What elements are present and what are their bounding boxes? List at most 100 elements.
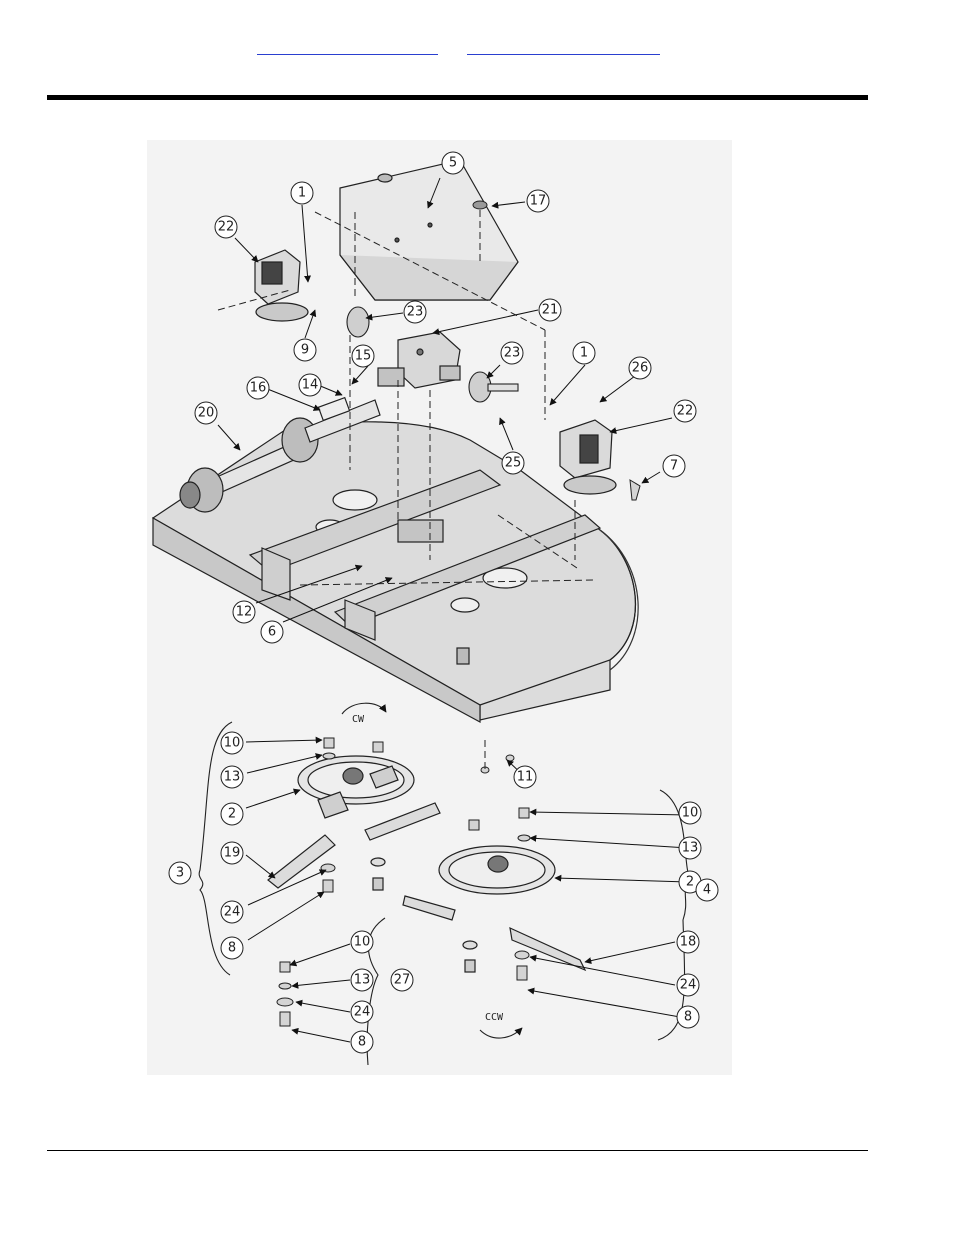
callout-23-right: 23	[504, 346, 521, 361]
right-blade-holder	[402, 845, 587, 973]
callout-24-left: 24	[224, 905, 241, 920]
callout-18: 18	[680, 935, 697, 950]
callout-21: 21	[542, 303, 559, 318]
callout-circle	[662, 454, 686, 478]
callout-13-right: 13	[682, 841, 699, 856]
nav-link-1[interactable]	[257, 40, 438, 55]
callout-circle	[695, 878, 719, 902]
callout-labels: 22 1 5 17 9 23 21 23 1 26 22 7 25 15 14 …	[176, 156, 711, 1050]
callout-circle	[350, 1030, 374, 1054]
callout-circle	[293, 338, 317, 362]
callout-circle	[232, 600, 256, 624]
callout-8-kit: 8	[358, 1035, 366, 1050]
callout-2-left: 2	[228, 807, 236, 822]
callout-8-left: 8	[228, 941, 236, 956]
callout-circle	[290, 181, 314, 205]
callout-circle	[628, 356, 652, 380]
callout-circle	[260, 620, 284, 644]
cw-arrow-icon	[341, 702, 387, 715]
callout-22-left: 22	[218, 220, 235, 235]
callout-circle	[220, 900, 244, 924]
callout-circle	[501, 451, 525, 475]
callout-9: 9	[301, 343, 309, 358]
callout-6: 6	[268, 625, 276, 640]
callout-23-left: 23	[407, 305, 424, 320]
callout-circle	[572, 341, 596, 365]
callout-circle	[298, 373, 322, 397]
center-gearbox	[377, 331, 461, 389]
callout-circle	[673, 399, 697, 423]
callout-circle	[220, 841, 244, 865]
callout-circle	[351, 344, 375, 368]
assembly-lines	[217, 210, 596, 770]
callout-25: 25	[505, 456, 522, 471]
callout-15: 15	[355, 349, 372, 364]
callout-2-right: 2	[686, 875, 694, 890]
callout-circle	[194, 401, 218, 425]
callout-circle	[678, 836, 702, 860]
callout-3: 3	[176, 866, 184, 881]
ccw-label: CCW	[485, 1012, 504, 1023]
callout-circle	[676, 973, 700, 997]
callout-20: 20	[198, 406, 215, 421]
callout-circle	[220, 802, 244, 826]
callout-8-right: 8	[684, 1010, 692, 1025]
callout-10-kit: 10	[354, 935, 371, 950]
callout-1-left: 1	[298, 186, 306, 201]
callout-27: 27	[394, 973, 411, 988]
callout-circle	[350, 1000, 374, 1024]
callout-12: 12	[236, 605, 253, 620]
callout-circle	[220, 765, 244, 789]
header-rule	[47, 95, 868, 100]
couplers	[346, 306, 519, 403]
right-gearbox	[559, 419, 617, 495]
callout-24-right: 24	[680, 978, 697, 993]
callout-circle	[390, 968, 414, 992]
left-gearbox	[254, 249, 309, 322]
callout-circle	[403, 300, 427, 324]
callouts	[168, 151, 719, 1054]
callout-1-right: 1	[580, 346, 588, 361]
nav-link-2[interactable]	[467, 40, 660, 55]
callout-13-kit: 13	[354, 973, 371, 988]
shield-guard	[339, 159, 519, 301]
bracket-3	[198, 721, 233, 976]
callout-24-kit: 24	[354, 1005, 371, 1020]
leader-lines	[217, 177, 689, 1043]
callout-4: 4	[703, 883, 711, 898]
rotation-arrows	[341, 702, 523, 1039]
callout-circle	[350, 930, 374, 954]
callout-circle	[538, 298, 562, 322]
footer-rule	[47, 1150, 868, 1151]
callout-7: 7	[670, 459, 678, 474]
callout-circle	[220, 731, 244, 755]
left-blade-holder	[267, 755, 441, 891]
callout-circle	[676, 1005, 700, 1029]
callout-26: 26	[632, 361, 649, 376]
callout-circle	[526, 189, 550, 213]
callout-circle	[500, 341, 524, 365]
callout-17: 17	[530, 194, 547, 209]
callout-19: 19	[224, 846, 241, 861]
callout-14: 14	[302, 378, 319, 393]
hardware	[276, 200, 641, 1027]
mower-deck	[151, 279, 639, 724]
callout-16: 16	[250, 381, 267, 396]
callout-circle	[350, 968, 374, 992]
callout-circle	[214, 215, 238, 239]
callout-circle	[676, 930, 700, 954]
callout-5: 5	[449, 156, 457, 171]
ccw-arrow-icon	[479, 1027, 523, 1039]
callout-circle	[220, 936, 244, 960]
cw-label: CW	[352, 714, 365, 725]
callout-13-left: 13	[224, 770, 241, 785]
callout-circle	[168, 861, 192, 885]
callout-circle	[513, 765, 537, 789]
callout-22-right: 22	[677, 404, 694, 419]
callout-circle	[441, 151, 465, 175]
callout-circle	[246, 376, 270, 400]
driveline	[179, 396, 381, 513]
callout-10-right: 10	[682, 806, 699, 821]
callout-11: 11	[517, 770, 534, 785]
